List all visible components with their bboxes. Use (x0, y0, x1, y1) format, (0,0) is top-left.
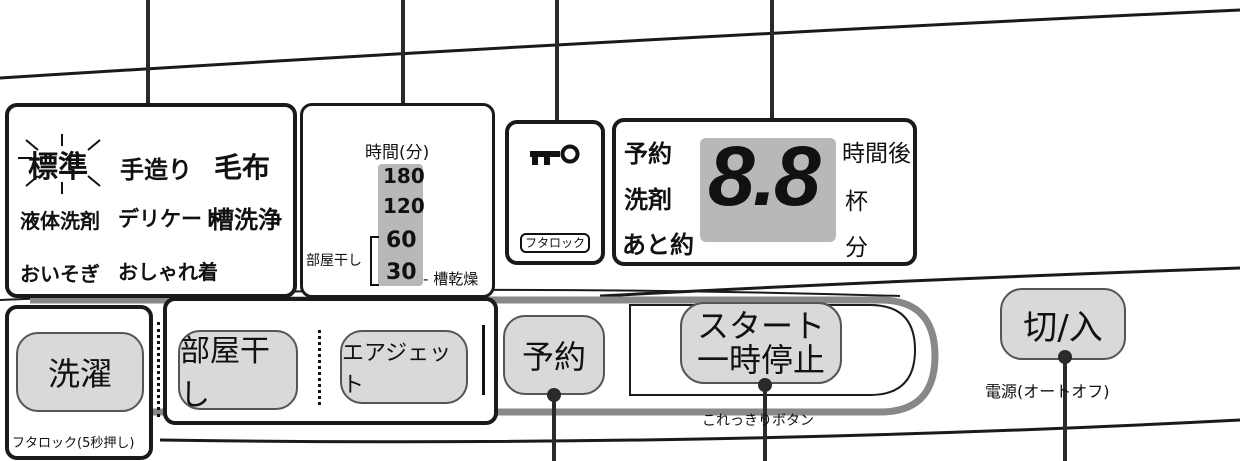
leader-line-start (763, 385, 767, 461)
display-minutes-label: 分 (845, 235, 868, 261)
reserve-button[interactable]: 予約 (503, 315, 605, 395)
course-standard: 標準 (28, 150, 88, 185)
display-reserve-label: 予約 (624, 140, 672, 168)
lock-5sec-note: フタロック(5秒押し) (12, 436, 135, 451)
course-panel (5, 103, 297, 298)
dry-time-header: 時間(分) (365, 143, 430, 163)
leader-line-dry (401, 0, 405, 104)
display-detergent-label: 洗剤 (624, 186, 672, 214)
course-handmade: 手造り (120, 156, 192, 184)
display-hours-later-label: 時間後 (842, 141, 911, 167)
air-jet-button[interactable]: エアジェット (340, 330, 468, 404)
seven-seg-display (700, 138, 836, 242)
leader-line-reserve (552, 395, 556, 461)
power-note: 電源(オートオフ) (985, 382, 1110, 401)
time-120: 120 (383, 194, 425, 218)
leader-line-display (770, 0, 774, 120)
room-dry-label: 部屋干し (306, 253, 362, 269)
key-icon (530, 144, 580, 165)
time-180: 180 (383, 164, 425, 188)
separator-2 (318, 330, 321, 405)
start-pause-button[interactable]: スタート 一時停止 (680, 302, 842, 384)
course-liquid-detergent: 液体洗剤 (20, 209, 100, 233)
wash-button[interactable]: 洗濯 (16, 332, 144, 412)
display-remaining-label: あと約 (622, 231, 694, 259)
time-60: 60 (386, 228, 417, 253)
course-tub-clean: 槽洗浄 (210, 206, 282, 234)
tub-dry-label: - 槽乾燥 (423, 270, 479, 288)
display-digits: 8.8 (708, 129, 821, 223)
time-30: 30 (386, 260, 417, 285)
course-quick: おいそぎ (20, 262, 100, 286)
room-dry-bracket (370, 236, 379, 286)
leader-line-power (1063, 357, 1067, 461)
tub-dry-text: 槽乾燥 (433, 270, 479, 288)
leader-line-course (146, 0, 150, 107)
time-scale-bar (378, 164, 423, 286)
course-delicate: デリケート (118, 207, 223, 231)
pause-label: 一時停止 (696, 341, 825, 379)
one-touch-button-note: これっきりボタン (702, 413, 814, 429)
separator-3 (482, 325, 485, 395)
start-label: スタート (696, 307, 825, 345)
room-dry-button[interactable]: 部屋干し (178, 330, 298, 413)
leader-line-lock (555, 0, 559, 122)
standard-indicator-icon (18, 134, 101, 194)
power-button[interactable]: 切/入 (1000, 288, 1126, 360)
course-blanket: 毛布 (214, 151, 271, 184)
separator-1 (157, 322, 160, 417)
display-cups-label: 杯 (845, 189, 868, 215)
course-fashion: おしゃれ着 (118, 260, 218, 284)
lock-label: フタロック (520, 233, 591, 253)
